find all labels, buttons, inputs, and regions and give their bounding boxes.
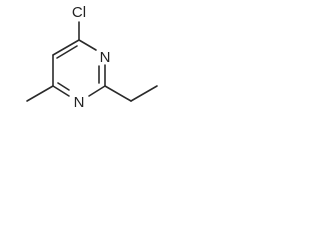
nitrogen-atom-label-upper: N bbox=[100, 49, 111, 66]
chlorine-atom-label: Cl bbox=[72, 4, 86, 21]
nitrogen-atom-label-lower: N bbox=[74, 94, 85, 111]
bond-n1-c2 bbox=[88, 85, 106, 97]
bond-c4-c5-inner bbox=[56, 45, 78, 59]
bond-n3-c4 bbox=[78, 39, 97, 51]
bond-c4-c5 bbox=[52, 39, 80, 56]
bond-ethyl-ch3 bbox=[130, 85, 158, 102]
bond-c2-ethyl-ch2 bbox=[104, 85, 132, 102]
bond-c6-n1-inner bbox=[57, 82, 70, 91]
bond-c6-methyl bbox=[26, 85, 54, 102]
bond-c6-n1 bbox=[52, 85, 70, 97]
pyrimidine-structure-diagram: Cl N N bbox=[26, 4, 158, 111]
